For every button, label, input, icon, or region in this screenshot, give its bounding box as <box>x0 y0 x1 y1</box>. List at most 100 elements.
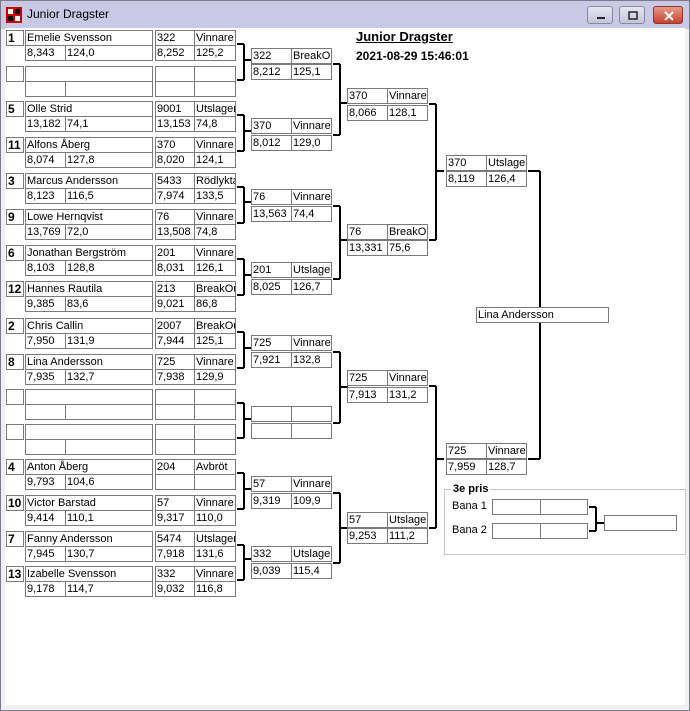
bracket-cell-f1d[interactable]: 128,1 <box>387 105 428 121</box>
bracket-cell-r15d[interactable]: 131,6 <box>194 546 236 562</box>
bracket-cell-r11c[interactable] <box>155 404 195 420</box>
bracket-cell-r10b[interactable]: Vinnare <box>194 354 236 370</box>
bracket-cell-r4c[interactable]: 8,020 <box>155 152 195 168</box>
bracket-cell-d4n[interactable]: Alfons Åberg <box>25 137 153 153</box>
seed-number[interactable]: 6 <box>6 245 24 261</box>
bracket-cell-r6b[interactable]: Vinnare <box>194 209 236 225</box>
bracket-cell-r1c[interactable]: 8,252 <box>155 45 195 61</box>
bracket-cell-d4e[interactable]: 8,074 <box>25 152 66 168</box>
bracket-cell-q5c[interactable]: 7,921 <box>251 352 292 368</box>
bracket-cell-r14c[interactable]: 9,317 <box>155 510 195 526</box>
bracket-cell-q1b[interactable]: BreakOut <box>291 48 332 64</box>
seed-number[interactable]: 12 <box>6 281 24 297</box>
bracket-cell-r3a[interactable]: 9001 <box>155 101 195 117</box>
bracket-cell-d14s[interactable]: 110,1 <box>65 510 153 526</box>
bracket-cell-d8n[interactable]: Hannes Rautila <box>25 281 153 297</box>
bracket-cell-t1b[interactable] <box>540 499 588 515</box>
bracket-cell-d2n[interactable] <box>25 66 153 82</box>
bracket-cell-r9d[interactable]: 125,1 <box>194 333 236 349</box>
bracket-cell-f3b[interactable]: Vinnare <box>387 370 428 386</box>
bracket-cell-d7s[interactable]: 128,8 <box>65 260 153 276</box>
bracket-cell-r9b[interactable]: BreakOut <box>194 318 236 334</box>
bracket-cell-r7b[interactable]: Vinnare <box>194 245 236 261</box>
bracket-cell-d3e[interactable]: 13,182 <box>25 116 66 132</box>
bracket-cell-f4d[interactable]: 111,2 <box>387 528 428 544</box>
seed-number[interactable]: 3 <box>6 173 24 189</box>
bracket-cell-d7e[interactable]: 8,103 <box>25 260 66 276</box>
bracket-cell-g1b[interactable]: Utslagen <box>486 155 527 171</box>
bracket-cell-f4a[interactable]: 57 <box>347 512 388 528</box>
bracket-cell-q4a[interactable]: 201 <box>251 262 292 278</box>
bracket-cell-d1s[interactable]: 124,0 <box>65 45 153 61</box>
bracket-cell-q3a[interactable]: 76 <box>251 189 292 205</box>
bracket-cell-r12b[interactable] <box>194 424 236 440</box>
title-bar[interactable]: Junior Dragster <box>1 1 689 29</box>
bracket-cell-d16e[interactable]: 9,178 <box>25 581 66 597</box>
bracket-cell-r12d[interactable] <box>194 439 236 455</box>
bracket-cell-d11n[interactable] <box>25 389 153 405</box>
bracket-cell-r8a[interactable]: 213 <box>155 281 195 297</box>
bracket-cell-f3a[interactable]: 725 <box>347 370 388 386</box>
bracket-cell-r16b[interactable]: Vinnare <box>194 566 236 582</box>
bracket-cell-d6e[interactable]: 13,769 <box>25 224 66 240</box>
bracket-cell-d10s[interactable]: 132,7 <box>65 369 153 385</box>
bracket-cell-g2c[interactable]: 7,959 <box>446 459 487 475</box>
bracket-cell-q1a[interactable]: 322 <box>251 48 292 64</box>
seed-number[interactable] <box>6 389 24 405</box>
bracket-cell-r2b[interactable] <box>194 66 236 82</box>
seed-number[interactable]: 8 <box>6 354 24 370</box>
bracket-cell-g2a[interactable]: 725 <box>446 443 487 459</box>
bracket-cell-t2b[interactable] <box>540 523 588 539</box>
bracket-cell-d12s[interactable] <box>65 439 153 455</box>
bracket-cell-r7a[interactable]: 201 <box>155 245 195 261</box>
bracket-cell-r8c[interactable]: 9,021 <box>155 296 195 312</box>
bracket-cell-r6d[interactable]: 74,8 <box>194 224 236 240</box>
bracket-cell-f1c[interactable]: 8,066 <box>347 105 388 121</box>
bracket-cell-q6c[interactable] <box>251 423 292 439</box>
bracket-cell-d9e[interactable]: 7,950 <box>25 333 66 349</box>
bracket-cell-d7n[interactable]: Jonathan Bergström <box>25 245 153 261</box>
bracket-cell-d14n[interactable]: Victor Barstad <box>25 495 153 511</box>
bracket-cell-r11a[interactable] <box>155 389 195 405</box>
bracket-cell-r13a[interactable]: 204 <box>155 459 195 475</box>
bracket-cell-d13n[interactable]: Anton Åberg <box>25 459 153 475</box>
maximize-button[interactable] <box>619 6 645 24</box>
bracket-cell-r13d[interactable] <box>194 474 236 490</box>
bracket-cell-r2d[interactable] <box>194 81 236 97</box>
bracket-cell-q2b[interactable]: Vinnare <box>291 118 332 134</box>
bracket-cell-d5s[interactable]: 116,5 <box>65 188 153 204</box>
bracket-cell-r8b[interactable]: BreakOut <box>194 281 236 297</box>
bracket-cell-r7d[interactable]: 126,1 <box>194 260 236 276</box>
bracket-cell-d2s[interactable] <box>65 81 153 97</box>
bracket-cell-q3c[interactable]: 13,563 <box>251 206 292 222</box>
bracket-cell-d6n[interactable]: Lowe Hernqvist <box>25 209 153 225</box>
bracket-cell-d1n[interactable]: Emelie Svensson <box>25 30 153 46</box>
bracket-cell-d9s[interactable]: 131,9 <box>65 333 153 349</box>
bracket-cell-q2a[interactable]: 370 <box>251 118 292 134</box>
bracket-cell-r4b[interactable]: Vinnare <box>194 137 236 153</box>
bracket-cell-q4b[interactable]: Utslagen <box>291 262 332 278</box>
bracket-cell-r2a[interactable] <box>155 66 195 82</box>
bracket-cell-d12e[interactable] <box>25 439 66 455</box>
bracket-cell-d16s[interactable]: 114,7 <box>65 581 153 597</box>
bracket-cell-d13s[interactable]: 104,6 <box>65 474 153 490</box>
bracket-cell-r15a[interactable]: 5474 <box>155 531 195 547</box>
bracket-cell-r5d[interactable]: 133,5 <box>194 188 236 204</box>
bracket-cell-r16a[interactable]: 332 <box>155 566 195 582</box>
bracket-cell-r11d[interactable] <box>194 404 236 420</box>
bracket-cell-q5b[interactable]: Vinnare <box>291 335 332 351</box>
bracket-cell-q7b[interactable]: Vinnare <box>291 476 332 492</box>
bracket-cell-d10n[interactable]: Lina Andersson <box>25 354 153 370</box>
bracket-cell-d10e[interactable]: 7,935 <box>25 369 66 385</box>
seed-number[interactable]: 11 <box>6 137 24 153</box>
close-button[interactable] <box>653 6 683 24</box>
bracket-cell-f2d[interactable]: 75,6 <box>387 240 428 256</box>
bracket-cell-r1d[interactable]: 125,2 <box>194 45 236 61</box>
seed-number[interactable]: 1 <box>6 30 24 46</box>
seed-number[interactable]: 2 <box>6 318 24 334</box>
bracket-cell-q1c[interactable]: 8,212 <box>251 64 292 80</box>
bracket-cell-q3b[interactable]: Vinnare <box>291 189 332 205</box>
bracket-cell-f3d[interactable]: 131,2 <box>387 387 428 403</box>
champion-field[interactable]: Lina Andersson <box>476 307 609 323</box>
bracket-cell-d14e[interactable]: 9,414 <box>25 510 66 526</box>
